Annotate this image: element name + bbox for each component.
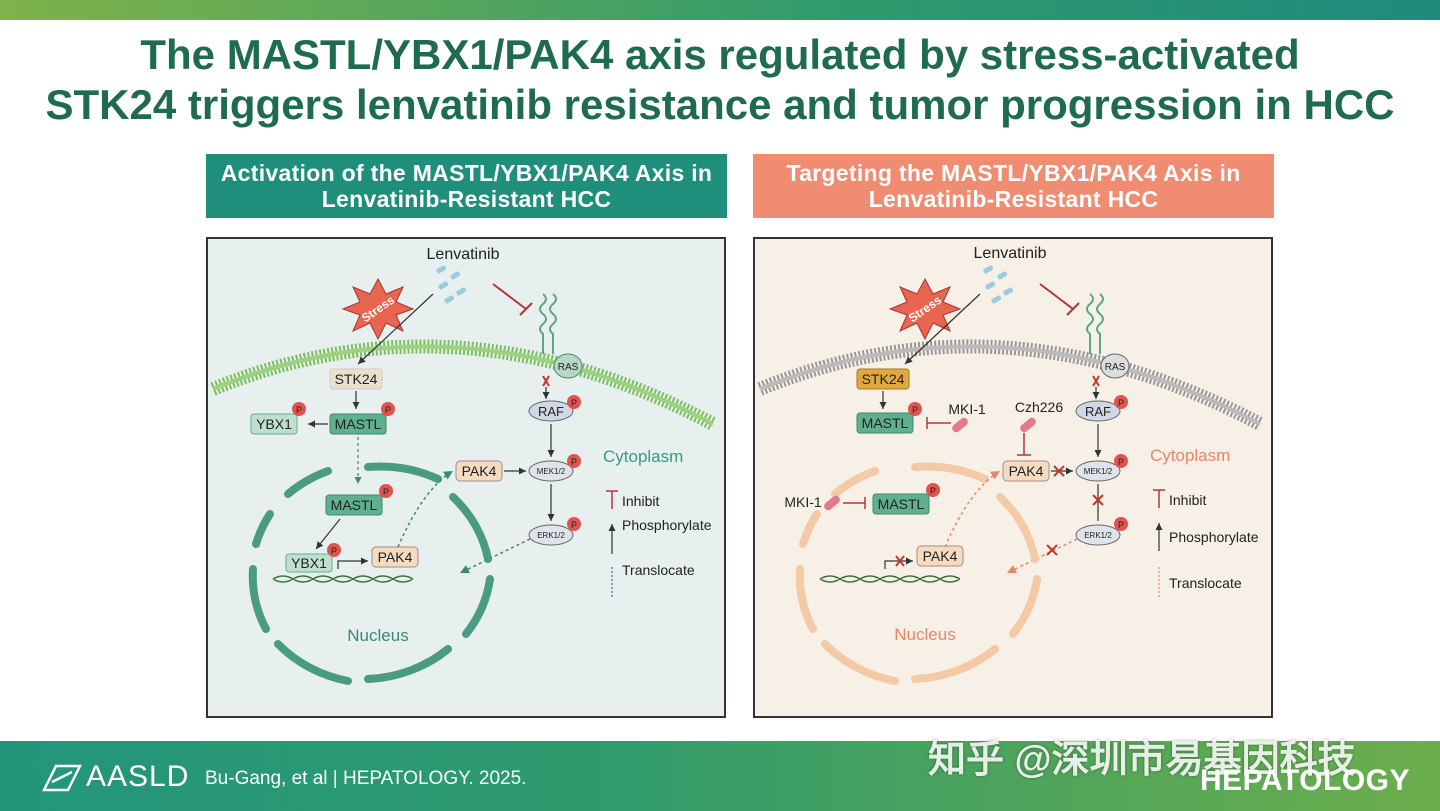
stress-burst-icon [341,277,415,341]
nucleus-envelope [248,462,494,685]
legend-inhibit: Inhibit [622,493,659,509]
bottom-accent-bar [0,741,1440,811]
aasld-mark-icon [42,764,82,792]
ybx1-nuc-label: YBX1 [291,555,327,571]
title-line-2: STK24 triggers lenvatinib resistance and… [45,81,1395,128]
mastl-cyto-label: MASTL [335,416,382,432]
cytoplasm-label: Cytoplasm [603,447,683,466]
aasld-logo: AASLD [42,760,189,794]
p-badge: P [912,405,918,415]
cell-membrane [757,339,1264,431]
cell-membrane [210,339,717,431]
drug-pills-icon [983,265,1014,304]
right-header-line-1: Targeting the MASTL/YBX1/PAK4 Axis in [786,160,1241,186]
p-badge: P [571,520,577,530]
aasld-logo-text: AASLD [86,760,190,793]
zhihu-watermark: 知乎 @深圳市易基因科技 [928,739,1356,781]
lenvatinib-label: Lenvatinib [974,245,1047,262]
citation: Bu-Gang, et al | HEPATOLOGY. 2025. [205,768,527,789]
ras-label: RAS [558,362,579,373]
right-diagram: Lenvatinib Stress RAS RAF P MEK1/2 P ERK… [757,245,1264,685]
left-diagram-panel: Lenvatinib Stress RAS RAF P MEK1/2 P ERK… [206,237,726,718]
p-badge: P [571,398,577,408]
legend-phosphorylate: Phosphorylate [622,517,712,533]
p-badge: P [385,405,391,415]
mki1-nuc-pill-icon [824,495,840,511]
ybx1-cyto-label: YBX1 [256,416,292,432]
journal-logo: HEPATOLOGY [1200,764,1411,797]
stk24-label: STK24 [862,371,905,387]
p-badge: P [1118,457,1124,467]
dna-helix-icon [272,575,414,583]
nucleus-envelope [795,462,1041,685]
legend-translocate: Translocate [622,562,695,578]
p-badge: P [571,457,577,467]
stk24-label: STK24 [335,371,378,387]
title-line-1: The MASTL/YBX1/PAK4 axis regulated by st… [140,31,1300,78]
p-badge: P [1118,520,1124,530]
slide-title: The MASTL/YBX1/PAK4 axis regulated by st… [0,30,1440,130]
raf-label: RAF [1085,404,1111,419]
receptor-icon [1086,293,1104,354]
right-diagram-panel: Lenvatinib Stress RAS RAF P MEK1/2 P ERK… [753,237,1273,718]
mki1-label: MKI-1 [948,401,986,417]
mastl-cyto-label: MASTL [862,415,909,431]
p-badge: P [930,486,936,496]
drug-pills-icon [436,265,467,304]
czh226-pill-icon [1020,417,1036,433]
p-badge: P [296,405,302,415]
dna-helix-icon [819,575,961,583]
nucleus-label: Nucleus [347,626,408,645]
top-accent-bar [0,0,1440,20]
right-panel-header: Targeting the MASTL/YBX1/PAK4 Axis in Le… [753,154,1274,218]
pak4-cyto-label: PAK4 [462,463,497,479]
right-header-line-2: Lenvatinib-Resistant HCC [868,186,1159,212]
left-header-line-1: Activation of the MASTL/YBX1/PAK4 Axis i… [220,160,713,186]
mek-label: MEK1/2 [1084,467,1113,476]
left-header-line-2: Lenvatinib-Resistant HCC [321,186,612,212]
pak4-nuc-label: PAK4 [378,549,413,565]
ras-label: RAS [1105,362,1126,373]
nucleus-label: Nucleus [894,625,955,644]
receptor-icon [539,293,557,354]
p-badge: P [1118,398,1124,408]
p-badge: P [331,546,337,556]
stress-burst-icon [888,277,962,341]
pak4-cyto-label: PAK4 [1009,463,1044,479]
czh226-label: Czh226 [1015,399,1063,415]
erk-label: ERK1/2 [537,531,565,540]
p-badge: P [383,487,389,497]
lenvatinib-label: Lenvatinib [427,246,500,263]
mki1-nuc-label: MKI-1 [784,494,822,510]
mastl-nuc-label: MASTL [331,497,378,513]
legend-phosphorylate: Phosphorylate [1169,529,1259,545]
raf-label: RAF [538,404,564,419]
mki1-pill-icon [952,417,968,433]
left-diagram: Lenvatinib Stress RAS RAF P MEK1/2 P ERK… [210,246,717,685]
pak4-nuc-label: PAK4 [923,548,958,564]
legend-inhibit: Inhibit [1169,492,1206,508]
mek-label: MEK1/2 [537,467,566,476]
left-panel-header: Activation of the MASTL/YBX1/PAK4 Axis i… [206,154,727,218]
erk-label: ERK1/2 [1084,531,1112,540]
cytoplasm-label: Cytoplasm [1150,446,1230,465]
legend-translocate: Translocate [1169,575,1242,591]
mastl-nuc-label: MASTL [878,496,925,512]
